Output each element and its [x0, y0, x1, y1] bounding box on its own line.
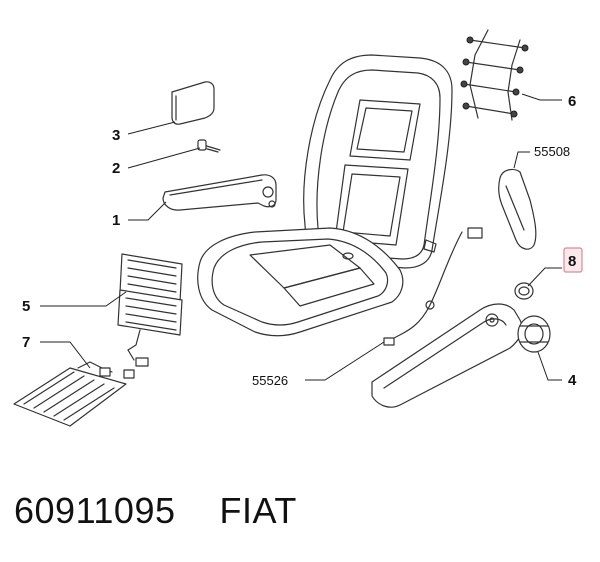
- armrest-part-1: [162, 174, 277, 211]
- heating-pad-part-5: [117, 253, 183, 367]
- callout-6: 6: [568, 93, 576, 110]
- callout-1: 1: [112, 212, 120, 229]
- seat-wiring-harness: [383, 227, 483, 346]
- side-cover-55508: [498, 168, 537, 250]
- callout-5: 5: [22, 298, 30, 315]
- seat-cushion: [197, 227, 404, 337]
- callout-8: 8: [568, 253, 576, 270]
- code-label-55526: 55526: [252, 373, 288, 388]
- callout-7: 7: [22, 334, 30, 351]
- cover-cap-part-3: [171, 81, 215, 125]
- callout-2: 2: [112, 160, 120, 177]
- part-footer: 60911095 FIAT: [14, 490, 297, 532]
- callout-labels: 3 2 1 5 7 6 8 4 55508 55526: [22, 93, 583, 389]
- callout-4: 4: [568, 372, 577, 389]
- part-number: 60911095: [14, 490, 176, 531]
- brand-name: FIAT: [219, 490, 297, 531]
- heating-mat-part-7: [13, 361, 135, 427]
- lumbar-frame-part-6: [460, 29, 529, 121]
- screw-part-2: [197, 139, 221, 153]
- callout-8-highlight: [563, 247, 583, 273]
- knob-part-8: [514, 282, 534, 300]
- callout-3: 3: [112, 127, 120, 144]
- leader-lines: [40, 93, 562, 381]
- recline-knob-part-4: [517, 315, 551, 353]
- code-label-55508: 55508: [534, 144, 570, 159]
- seat-side-shield: [371, 303, 523, 408]
- seat-backrest: [303, 54, 453, 269]
